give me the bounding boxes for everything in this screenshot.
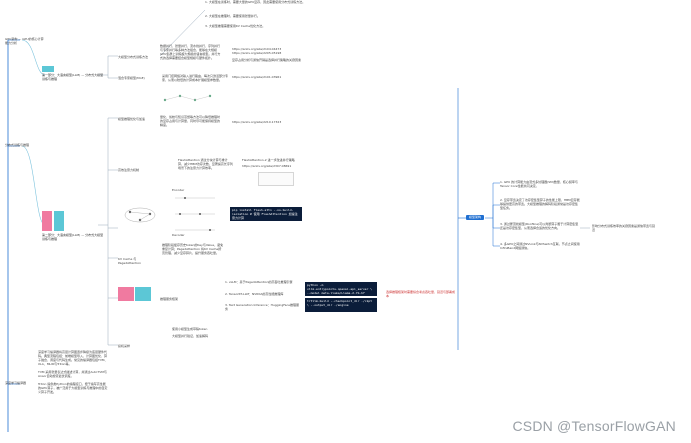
branch-mid-title-1[interactable]: 第二部分：大语言模型(LLM) — 分布式大模型 — [42, 233, 104, 237]
right-extra-note: 影响分布式训练效率的关键因素是通信带宽与延迟 — [592, 224, 656, 232]
root-node[interactable]: 模型架构 — [466, 215, 484, 220]
connector-root-out — [485, 182, 500, 219]
mid-d-code-1: python -m vllm.entrypoints.openai.api_se… — [305, 282, 377, 296]
branch-top-title-1[interactable]: 第一部分：大语言模型(LLM) — 分布式大模型 — [42, 73, 104, 77]
mid-item-d-line-2: 2. TensorRT-LLM：NVIDIA的高性能推理库 — [225, 292, 284, 296]
mid-d-img-1 — [118, 287, 134, 301]
top-item-a-ref-2[interactable]: https://arxiv.org/abs/2205.05198 — [232, 51, 282, 55]
mid-item-b-label[interactable]: 高效注意力机制 — [118, 168, 140, 172]
diagram-label-bottom: Decoder — [172, 233, 185, 237]
attention-table — [258, 172, 294, 186]
branch-mid-bar-2 — [54, 211, 64, 231]
right-node-3: 3. 通过屋顶线模型(Roofline)可以判断算子属于计算密集型还是访存密集型… — [500, 222, 579, 230]
mid-item-a-ref[interactable]: https://arxiv.org/abs/2210.17323 — [232, 120, 282, 124]
mid-item-d-line-3: 3. Text Generation Inference：HuggingFace… — [225, 303, 300, 311]
connector-root-out3 — [492, 218, 500, 229]
top-item-a-extra: 显存占用分析与通信开销是选择并行策略的关键因素 — [232, 58, 302, 62]
mid-item-c-label[interactable]: KV Cache 与 PagedAttention — [118, 257, 142, 265]
connector-top-a — [98, 55, 118, 76]
mid-item-a-label[interactable]: 模型推理优化与加速 — [118, 117, 146, 121]
mid-item-d-note: 选择推理框架时需要综合考虑吞吐量、延迟与部署成本 — [386, 290, 456, 298]
top-note-1: 1. 大模型在训练时，需要大量的GPU显存，因此需要使用分布式训练方法。 — [205, 0, 306, 4]
mid-item-c-text: 推理阶段缓存历史token的Key与Value，避免重复计算；PagedAtte… — [162, 243, 224, 255]
compiler-text-block: 深度学习编译器将高层计算图逐步降级为底层硬件代码。典型流程包括：前端模型导入、计… — [38, 350, 108, 394]
mid-code-block: pip install flash-attn --no-build-isolat… — [230, 207, 302, 221]
branch-top-title-2[interactable]: 训练与推理 — [42, 77, 58, 81]
branch-top-bar — [42, 66, 54, 72]
diagram-label-top: Encoder — [172, 188, 185, 192]
watermark-text: CSDN @TensorFlowGAN — [512, 418, 676, 434]
branch-mid-title-2[interactable]: 训练与推理 — [42, 237, 58, 241]
right-node-1: 1. GPU 的计算能力由流式多处理器(SM)数量、核心频率与Tensor Co… — [500, 180, 578, 188]
top-note-3: 3. 大模型推理需要使用KV Cache优化方法。 — [205, 24, 266, 28]
mid-item-e-line-1: 使用小模型生成草稿token — [172, 327, 208, 331]
branch-mid-bar — [42, 211, 52, 231]
mid-item-a-text: 量化、剪枝与知识蒸馏等方法可以降低推理时的显存占用与计算量，同时尽可能保持模型的… — [160, 115, 221, 127]
connector-top-b — [107, 75, 118, 79]
mid-item-e-label[interactable]: 投机采样 — [118, 344, 131, 348]
mid-item-d-label[interactable]: 推理服务框架 — [160, 297, 179, 301]
mid-d-code-2: trtllm-build --checkpoint_dir ./ckpt \ -… — [305, 298, 377, 312]
right-node-4: 4. 多GPU之间通过NVLink与NVSwitch互联，节点之间使用Infin… — [500, 242, 580, 250]
mid-item-e-line-2: 大模型并行验证，加速解码 — [172, 334, 209, 338]
left-node-gpu[interactable]: GPU架构 — GPU的核心计算能力分析 — [5, 37, 44, 45]
mid-item-b-text: FlashAttention 通过分块计算与重计算，减少HBM访存次数，显著提高… — [178, 158, 233, 170]
graph-diagram — [124, 207, 156, 223]
top-item-b-label[interactable]: 混合专家模型(MoE) — [118, 76, 145, 80]
mid-item-b-ref-text: FlashAttention-2 进一步改进并行策略 — [242, 158, 295, 162]
left-node-compiler[interactable]: 深度学习编译器 — [5, 381, 27, 385]
top-item-b-ref[interactable]: https://arxiv.org/abs/2101.03961 — [232, 75, 282, 79]
connector-root-out2 — [492, 204, 500, 218]
mid-d-img-2 — [135, 287, 151, 301]
flow-diagram — [175, 197, 215, 231]
left-node-distributed[interactable]: 分布式训练与推理 — [5, 143, 30, 147]
top-item-a-text: 数据并行、张量并行、流水线并行、序列并行与专家并行等多种方法组合，能够在大规模G… — [160, 44, 221, 60]
connector-root-out4 — [492, 218, 500, 247]
right-node-2: 2. 显存带宽决定了访存密集型算子的性能上限，HBM显存能够提供更高的带宽。大模… — [500, 198, 580, 210]
connector-top-notes — [159, 9, 206, 57]
top-note-2: 2. 大模型在推理时，需要使用张量并行。 — [205, 14, 260, 18]
network-diagram — [163, 94, 212, 102]
mid-item-d-line-1: 1. vLLM：基于PagedAttention的高吞吐推理引擎 — [225, 280, 293, 284]
top-item-b-text: 采用门控网络对输入进行路由，每次只激活部分专家，从而以较低的计算成本扩展模型参数… — [162, 74, 229, 82]
mid-item-b-ref[interactable]: https://arxiv.org/abs/2307.08691 — [242, 164, 292, 168]
top-item-a-ref-1[interactable]: https://arxiv.org/abs/2104.04473 — [232, 47, 282, 51]
top-item-a-label[interactable]: 大模型分布式训练方法 — [118, 55, 149, 59]
